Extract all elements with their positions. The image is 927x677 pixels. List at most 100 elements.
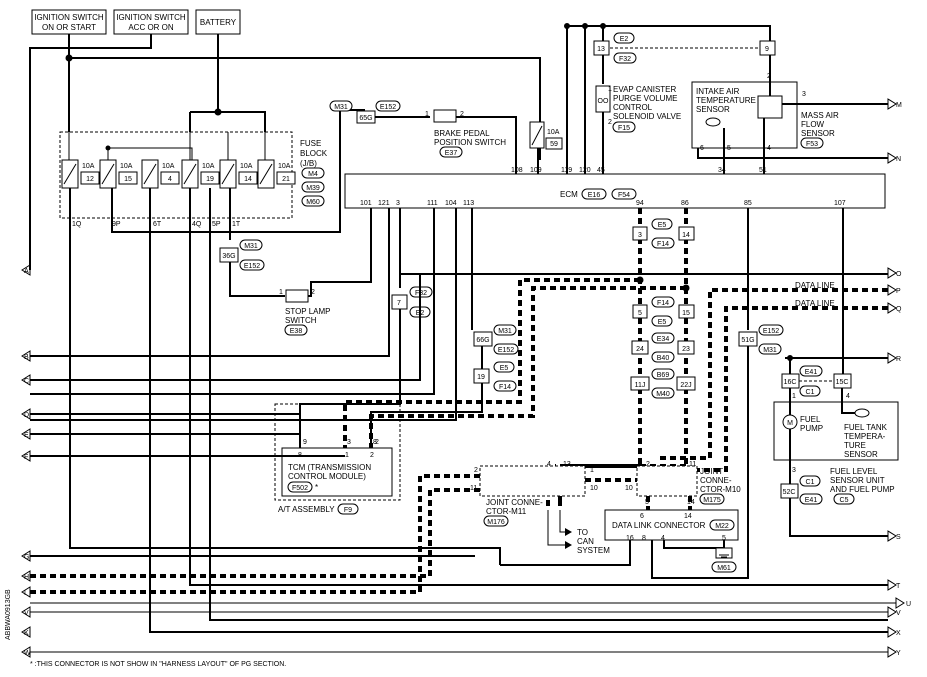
- ecm-conn-1: E16: [588, 192, 601, 199]
- stop-lamp-switch: 1 2 STOP LAMP SWITCH E38: [279, 289, 331, 336]
- stop-label-2: SWITCH: [285, 316, 317, 325]
- fuse-4-num: 4: [168, 176, 172, 183]
- m10-conn: M175: [703, 497, 721, 504]
- ign-on-label-2: ON OR START: [42, 23, 96, 32]
- left-a: A: [24, 268, 29, 275]
- tcm-pin-8-top: 8: [373, 439, 377, 446]
- battery-box: BATTERY: [195, 9, 241, 35]
- tcm-label-1: TCM (TRANSMISSION: [288, 463, 371, 472]
- fuse-terminals: 1Q 9P 6T 4Q 5P 1T: [72, 221, 241, 228]
- m11-label-2: CTOR-M11: [486, 507, 527, 516]
- fuse-21-num: 21: [282, 176, 290, 183]
- to-can-system: TO CAN SYSTEM: [547, 510, 610, 555]
- m31-36g-connector: 36G M31 E152: [219, 239, 265, 271]
- e34-b40-b: B40: [657, 355, 670, 362]
- e2-f32-top-connector: 13 E2 F32 9: [593, 32, 776, 64]
- fp-pin-52c: 52C: [783, 489, 796, 496]
- fuse-12-num: 12: [86, 176, 94, 183]
- fuse-19-amp: 10A: [202, 163, 215, 170]
- brake-pedal-switch: 1 2 BRAKE PEDAL POSITION SWITCH E37: [425, 109, 506, 158]
- right-v: V: [896, 610, 901, 617]
- fuse-block-title-2: BLOCK: [300, 149, 328, 158]
- fp-conn-top-1: E41: [805, 369, 818, 376]
- e5-f14-a-pin-r: 14: [682, 232, 690, 239]
- fuse-19-num: 19: [206, 176, 214, 183]
- term-1t: 1T: [232, 221, 241, 228]
- at-assembly-conn: F9: [344, 507, 352, 514]
- tcm-label-2: CONTROL MODULE): [288, 472, 366, 481]
- right-x: X: [896, 630, 901, 637]
- e2-top-pin-l: 13: [597, 46, 605, 53]
- evap-label-1: EVAP CANISTER: [613, 85, 677, 94]
- left-v: V: [24, 610, 29, 617]
- dlc-conn: M22: [715, 523, 729, 530]
- e152-m31-51g-connector: 51G E152 M31: [738, 324, 784, 355]
- fp-label-2: PUMP: [800, 424, 823, 433]
- stop-pin-1: 1: [279, 289, 283, 296]
- e2-top-pin-r: 9: [765, 46, 769, 53]
- e5-f14-a-b: F14: [657, 241, 669, 248]
- to-can-2: CAN: [577, 537, 594, 546]
- m31-top-a: M31: [334, 104, 348, 111]
- ecm-top-pin-51: 51: [759, 167, 767, 174]
- data-line-label-1: DATA LINE: [795, 281, 835, 290]
- m61-label: M61: [717, 565, 731, 572]
- maf-label-2: FLOW: [801, 120, 825, 129]
- ecm-conn-2: F54: [618, 192, 630, 199]
- e34-b40-connector: E34 24 23 B40: [631, 332, 695, 363]
- fuse-15-amp: 10A: [120, 163, 133, 170]
- left-g: G: [24, 554, 29, 561]
- brake-conn: E37: [445, 150, 458, 157]
- ecm-top-pin-34: 34: [718, 167, 726, 174]
- evap-label-3: CONTROL: [613, 103, 653, 112]
- f14-e5-connector-b: F14 5 15 E5: [632, 296, 695, 327]
- term-6t: 6T: [153, 221, 162, 228]
- left-i: I: [24, 590, 26, 597]
- ecm-pin-121: 121: [378, 200, 390, 207]
- evap-pin-2: 2: [608, 119, 612, 126]
- tcm-module: 9 3 2 8 8 1 2 TCM (TRANSMISSION CONTROL …: [281, 439, 393, 497]
- to-can-1: TO: [577, 528, 588, 537]
- ecm-pin-94: 94: [636, 200, 644, 207]
- left-w: W: [24, 650, 31, 657]
- tcm-pin-1: 1: [345, 452, 349, 459]
- fuse-59: 10A 59: [529, 121, 563, 150]
- m11-pin-1: 1: [590, 467, 594, 474]
- left-f: F: [24, 454, 28, 461]
- fuse-19: 10A 19: [181, 159, 220, 189]
- f32-e2-pin: 7: [397, 300, 401, 307]
- data-line-label-2: DATA LINE: [795, 299, 835, 308]
- fp-unit-3: AND FUEL PUMP: [830, 485, 895, 494]
- brake-pin-2: 2: [460, 111, 464, 118]
- dlc-pin-5: 5: [722, 535, 726, 542]
- ecm-pin-3: 3: [396, 200, 400, 207]
- fuse-14-amp: 10A: [240, 163, 253, 170]
- fuse-14-num: 14: [244, 176, 252, 183]
- brake-pin-1: 1: [425, 111, 429, 118]
- iat-label-3: SENSOR: [696, 105, 730, 114]
- term-1q: 1Q: [72, 221, 82, 228]
- fuse-conn-2: M39: [306, 185, 320, 192]
- b69-m40-a: B69: [657, 372, 670, 379]
- fuse-block-title-3: (J/B): [300, 159, 317, 168]
- maf-label-1: MASS AIR: [801, 111, 839, 120]
- maf-pin-4: 4: [767, 145, 771, 152]
- fp-unit-1: FUEL LEVEL: [830, 467, 878, 476]
- stop-label-1: STOP LAMP: [285, 307, 331, 316]
- fuse-12: 10A 12: [61, 159, 100, 189]
- tcm-pin-2b: 2: [370, 452, 374, 459]
- maf-pin-5: 5: [727, 145, 731, 152]
- battery-label: BATTERY: [200, 18, 237, 27]
- maf-label-3: SENSOR: [801, 129, 835, 138]
- m31-top-pin: 65G: [359, 115, 372, 122]
- fp-label-1: FUEL: [800, 415, 821, 424]
- fts-label-1: FUEL TANK: [844, 423, 888, 432]
- m11-pin-13: 13: [563, 461, 571, 468]
- ecm-pin-111: 111: [427, 200, 438, 207]
- ecm-pin-86: 86: [681, 200, 689, 207]
- b69-m40-connector: B69 11J 22J M40: [630, 368, 696, 399]
- m10-pin-10: 10: [625, 485, 633, 492]
- m31-36g-pin: 36G: [222, 253, 235, 260]
- fuse-21: 10A 21: [257, 159, 296, 189]
